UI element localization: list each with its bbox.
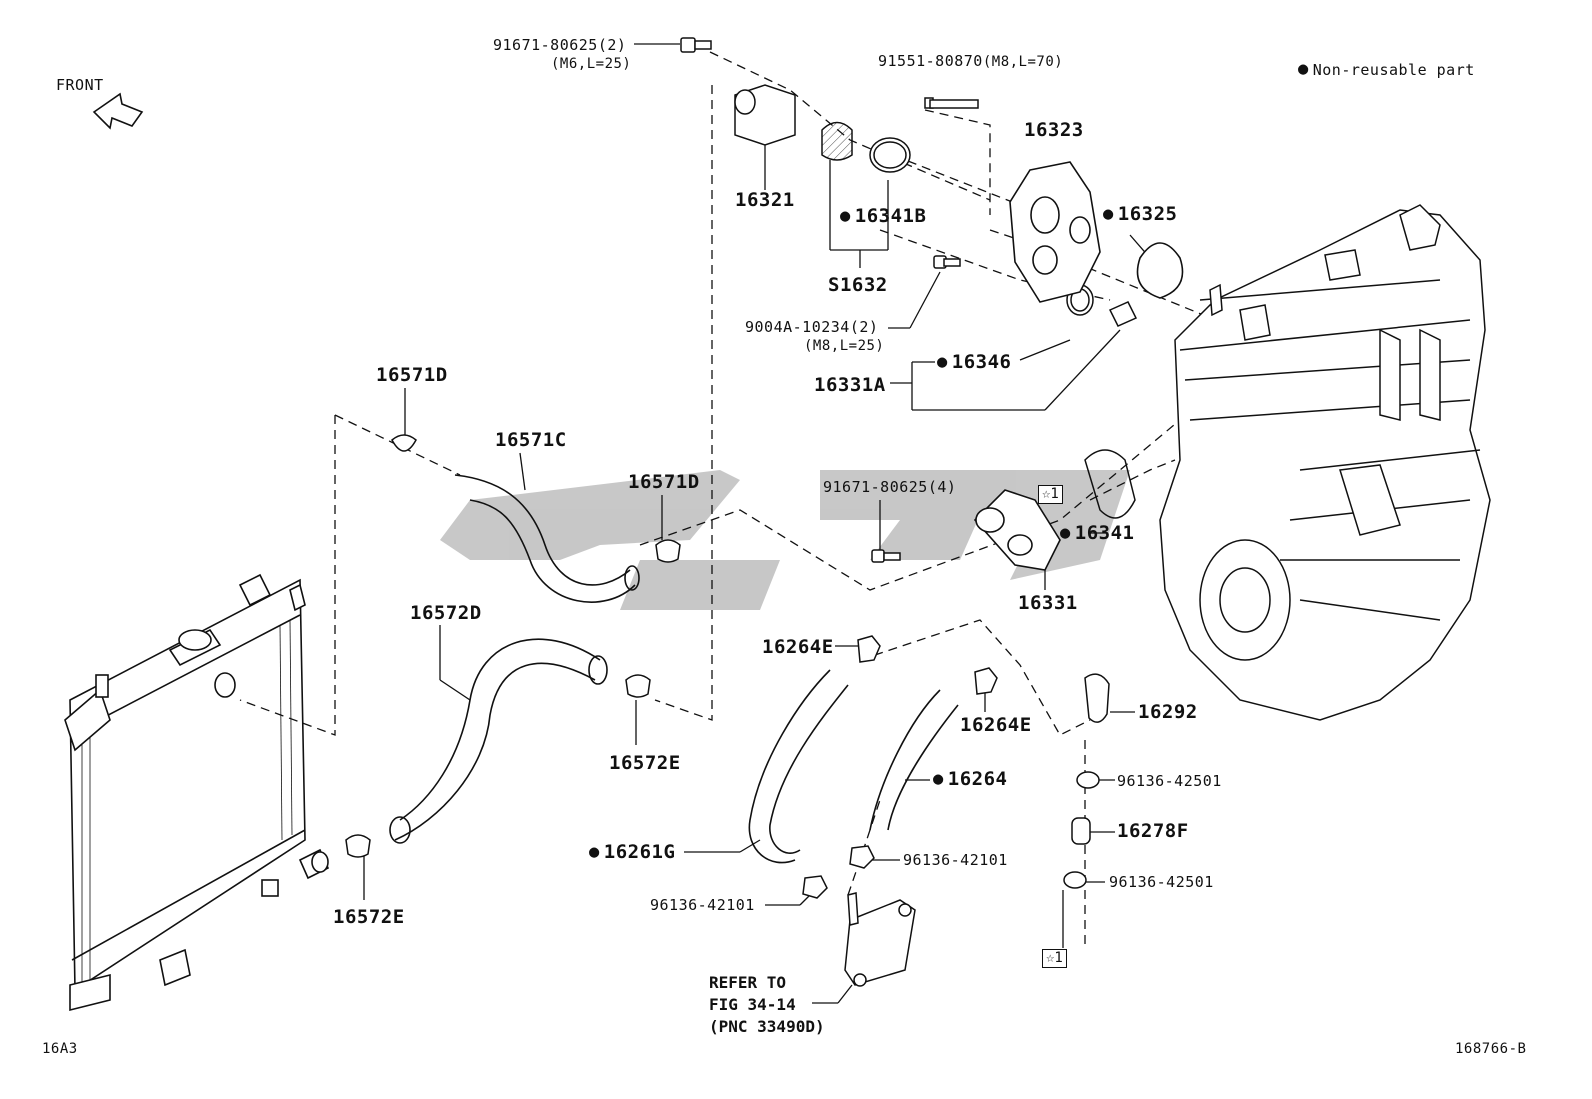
hoses bbox=[389, 474, 959, 864]
part-91671-80625-2[interactable]: 91671-80625(2) bbox=[493, 36, 627, 54]
part-16571D-top[interactable]: 16571D bbox=[376, 364, 448, 386]
part-9004A-10234-spec: (M8,L=25) bbox=[804, 338, 885, 354]
front-label: FRONT bbox=[56, 76, 104, 94]
non-reusable-dot-icon bbox=[1298, 61, 1313, 79]
part-16572D[interactable]: 16572D bbox=[410, 602, 482, 624]
part-16261G[interactable]: 16261G bbox=[589, 841, 675, 864]
part-16264[interactable]: 16264 bbox=[933, 768, 1007, 791]
non-reusable-dot-icon bbox=[1060, 522, 1075, 544]
part-16572E-low[interactable]: 16572E bbox=[333, 906, 405, 928]
legend-non-reusable: Non-reusable part bbox=[1298, 61, 1475, 79]
non-reusable-dot-icon bbox=[933, 768, 948, 790]
part-9004A-10234[interactable]: 9004A-10234(2) bbox=[745, 318, 879, 336]
radiator bbox=[64, 573, 330, 1012]
part-16341B-number: 16341B bbox=[854, 205, 927, 227]
oil-cooler bbox=[844, 892, 916, 987]
figure-code: 16A3 bbox=[42, 1041, 78, 1057]
part-96136-42101-left[interactable]: 96136-42101 bbox=[650, 896, 755, 914]
part-16278F[interactable]: 16278F bbox=[1117, 820, 1189, 842]
legend-text: Non-reusable part bbox=[1312, 61, 1475, 79]
part-91551-80870-spec: (M8,L=70) bbox=[982, 54, 1064, 70]
star-marker-upper: ☆1 bbox=[1038, 485, 1063, 504]
part-16341[interactable]: 16341 bbox=[1060, 522, 1134, 545]
part-16325[interactable]: 16325 bbox=[1103, 203, 1177, 226]
non-reusable-dot-icon bbox=[1103, 203, 1118, 225]
front-arrow-icon bbox=[92, 92, 144, 130]
part-16341-number: 16341 bbox=[1074, 522, 1135, 544]
part-16331A[interactable]: 16331A bbox=[814, 374, 886, 396]
small-parts bbox=[345, 37, 1138, 899]
illustration-number: 168766-B bbox=[1455, 1041, 1527, 1057]
part-16346-number: 16346 bbox=[951, 351, 1012, 373]
part-16264E-left[interactable]: 16264E bbox=[762, 636, 834, 658]
part-16571D-mid[interactable]: 16571D bbox=[628, 471, 700, 493]
part-16572E-mid[interactable]: 16572E bbox=[609, 752, 681, 774]
part-16321[interactable]: 16321 bbox=[735, 189, 795, 211]
part-16346[interactable]: 16346 bbox=[937, 351, 1011, 374]
part-16323[interactable]: 16323 bbox=[1024, 119, 1084, 141]
part-96136-42501-b[interactable]: 96136-42501 bbox=[1109, 873, 1214, 891]
thermostat-housing bbox=[973, 161, 1184, 571]
leader-lines bbox=[363, 43, 1151, 1004]
part-16571C[interactable]: 16571C bbox=[495, 429, 567, 451]
engine-block bbox=[1159, 204, 1491, 721]
part-96136-42501-a[interactable]: 96136-42501 bbox=[1117, 772, 1222, 790]
non-reusable-dot-icon bbox=[589, 841, 604, 863]
part-16264-number: 16264 bbox=[947, 768, 1008, 790]
part-16331[interactable]: 16331 bbox=[1018, 592, 1078, 614]
refer-note[interactable]: REFER TO FIG 34-14 (PNC 33490D) bbox=[709, 973, 825, 1036]
part-91671-80625-4[interactable]: 91671-80625(4) bbox=[823, 478, 957, 496]
non-reusable-dot-icon bbox=[840, 205, 855, 227]
star-marker-lower: ☆1 bbox=[1042, 949, 1067, 968]
part-16325-number: 16325 bbox=[1117, 203, 1178, 225]
part-16264E-right[interactable]: 16264E bbox=[960, 714, 1032, 736]
part-91551-80870[interactable]: 91551-80870(M8,L=70) bbox=[878, 52, 1063, 71]
part-91671-80625-2-spec: (M6,L=25) bbox=[551, 56, 632, 72]
non-reusable-dot-icon bbox=[937, 351, 952, 373]
part-16261G-number: 16261G bbox=[603, 841, 676, 863]
part-16292[interactable]: 16292 bbox=[1138, 701, 1198, 723]
part-S1632[interactable]: S1632 bbox=[828, 274, 888, 296]
part-96136-42101-right[interactable]: 96136-42101 bbox=[903, 851, 1008, 869]
part-16341B[interactable]: 16341B bbox=[840, 205, 926, 228]
part-91551-80870-number: 91551-80870 bbox=[878, 52, 983, 70]
